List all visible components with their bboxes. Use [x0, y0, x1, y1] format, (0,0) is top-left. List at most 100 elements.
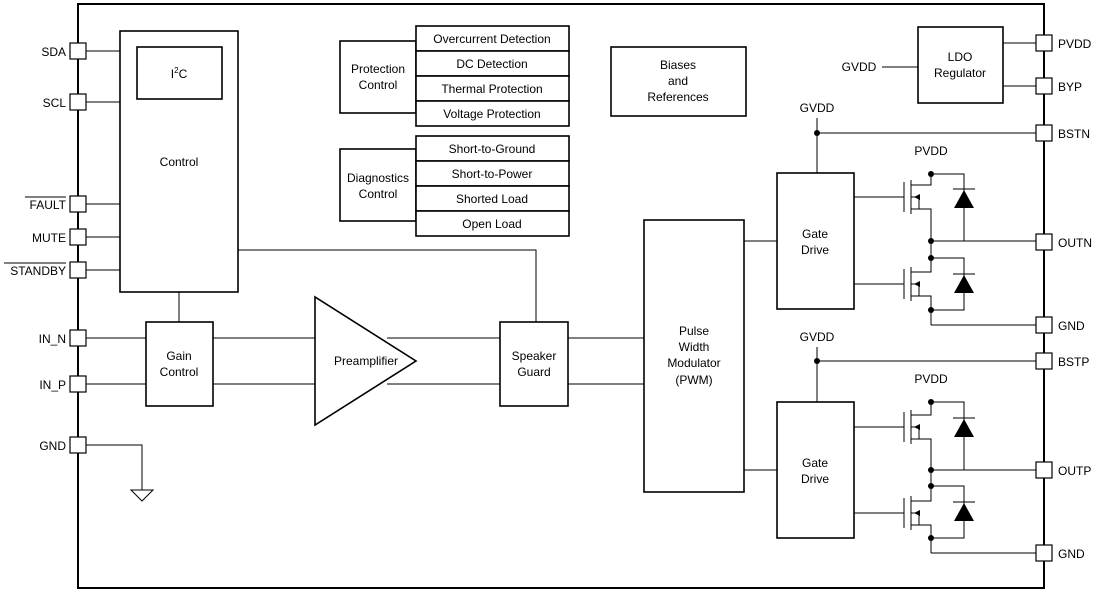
gate-drive-top-label-2: Drive: [801, 243, 829, 257]
pin-outn-label: OUTN: [1058, 236, 1092, 250]
pin-in-p-label: IN_P: [39, 378, 66, 392]
pin-mute-label: MUTE: [32, 231, 66, 245]
diagnostics-item-short-ground: [415, 135, 570, 162]
gnd-left-wire: [86, 444, 143, 490]
gate-drive-bottom-block: [776, 401, 855, 539]
pin-sda-pad: [69, 42, 87, 60]
pin-standby-label: STANDBY: [10, 264, 66, 278]
protection-item-dc: [415, 50, 570, 77]
pin-mute: MUTE: [32, 228, 120, 246]
ldo-gvdd-label: GVDD: [842, 60, 877, 74]
gain-label-1: Gain: [166, 349, 191, 363]
protection-item-thermal-label: Thermal Protection: [441, 82, 542, 96]
pin-in-p: IN_P: [39, 375, 146, 393]
pin-in-n-pad: [69, 329, 87, 347]
ground-symbol-icon: [129, 489, 155, 502]
gate-drive-top-label-1: Gate: [802, 227, 828, 241]
biases-label-2: and: [668, 74, 688, 88]
pin-scl-label: SCL: [43, 96, 67, 110]
pin-sda-label: SDA: [41, 45, 66, 59]
protection-item-overcurrent: [415, 25, 570, 52]
low-side-transistor-n-icon: [854, 241, 975, 325]
preamplifier-label: Preamplifier: [334, 354, 398, 368]
gvdd-bottom-label: GVDD: [800, 330, 835, 344]
diagnostics-item-short-ground-label: Short-to-Ground: [449, 142, 536, 156]
diagnostics-item-shorted-load: [415, 185, 570, 212]
pin-bstn-pad: [1035, 124, 1053, 142]
pin-byp-label: BYP: [1058, 80, 1082, 94]
gate-drive-top-block: [776, 172, 855, 310]
gain-label-2: Control: [160, 365, 199, 379]
pin-gnd-left-pad: [69, 436, 87, 454]
i2c-label: I2C: [171, 66, 188, 81]
pin-scl-pad: [69, 93, 87, 111]
diagnostics-label-2: Control: [359, 187, 398, 201]
pin-mute-pad: [69, 228, 87, 246]
output-stage-n: GVDD Gate Drive PVDD: [776, 101, 1036, 326]
pin-bstp-label: BSTP: [1058, 355, 1089, 369]
pin-gnd-bottom-pad: [1035, 544, 1053, 562]
pin-gnd-bottom-label: GND: [1058, 547, 1085, 561]
pin-bstp-pad: [1035, 352, 1053, 370]
gate-drive-bottom-label-2: Drive: [801, 472, 829, 486]
ldo-regulator-block: [917, 26, 1004, 104]
pin-in-p-pad: [69, 375, 87, 393]
diagnostics-item-short-power-label: Short-to-Power: [452, 167, 533, 181]
pin-fault-pad: [69, 195, 87, 213]
protection-item-voltage-label: Voltage Protection: [443, 107, 540, 121]
pwm-label-4: (PWM): [675, 373, 712, 387]
diagnostics-label-1: Diagnostics: [347, 171, 409, 185]
pwm-label-1: Pulse: [679, 324, 709, 338]
pvdd-top-label: PVDD: [914, 144, 948, 158]
pin-in-n: IN_N: [39, 329, 146, 347]
pin-gnd-left: GND: [39, 436, 155, 502]
pin-fault-label: FAULT: [30, 198, 67, 212]
protection-label-2: Control: [359, 78, 398, 92]
preamplifier-triangle: [314, 295, 418, 427]
pin-outn-pad: [1035, 233, 1053, 251]
pin-fault: FAULT: [25, 195, 120, 213]
biases-references-block: [610, 46, 747, 117]
pvdd-bottom-label: PVDD: [914, 372, 948, 386]
biases-label-1: Biases: [660, 58, 696, 72]
diagnostics-item-open-load: [415, 210, 570, 237]
pin-scl: SCL: [43, 93, 120, 111]
protection-item-voltage: [415, 100, 570, 127]
speaker-guard-block: [499, 321, 569, 407]
protection-item-dc-label: DC Detection: [456, 57, 527, 71]
gate-drive-bottom-label-1: Gate: [802, 456, 828, 470]
pin-pvdd-pad: [1035, 34, 1053, 52]
output-stage-p: GVDD Gate Drive PVDD: [776, 330, 1036, 554]
biases-label-3: References: [647, 90, 708, 104]
pin-gnd-top-label: GND: [1058, 319, 1085, 333]
control-label: Control: [160, 155, 199, 169]
speaker-guard-label-2: Guard: [517, 365, 550, 379]
diagnostics-item-short-power: [415, 160, 570, 187]
pin-in-n-label: IN_N: [39, 332, 66, 346]
diagnostics-item-shorted-load-label: Shorted Load: [456, 192, 528, 206]
protection-control-block: [339, 40, 417, 114]
pin-gnd-left-label: GND: [39, 439, 66, 453]
i2c-block: [136, 46, 223, 100]
protection-label-1: Protection: [351, 62, 405, 76]
pwm-label-2: Width: [679, 340, 710, 354]
low-side-transistor-p-icon: [854, 470, 975, 553]
pin-pvdd-label: PVDD: [1058, 37, 1092, 51]
pin-standby-pad: [69, 261, 87, 279]
gvdd-top-label: GVDD: [800, 101, 835, 115]
pwm-label-3: Modulator: [667, 356, 720, 370]
diagnostics-item-open-load-label: Open Load: [462, 217, 521, 231]
pin-outp-label: OUTP: [1058, 464, 1091, 478]
pwm-block: [643, 219, 745, 493]
diagnostics-control-block: [339, 148, 417, 222]
pin-bstn-label: BSTN: [1058, 127, 1090, 141]
control-to-speaker-guard-wire: [238, 249, 537, 322]
pin-sda: SDA: [41, 42, 120, 60]
speaker-guard-label-1: Speaker: [512, 349, 557, 363]
ldo-label-2: Regulator: [934, 66, 986, 80]
ldo-label-1: LDO: [948, 50, 973, 64]
pin-outp-pad: [1035, 461, 1053, 479]
pin-gnd-top-pad: [1035, 316, 1053, 334]
gain-control-block: [145, 321, 214, 407]
